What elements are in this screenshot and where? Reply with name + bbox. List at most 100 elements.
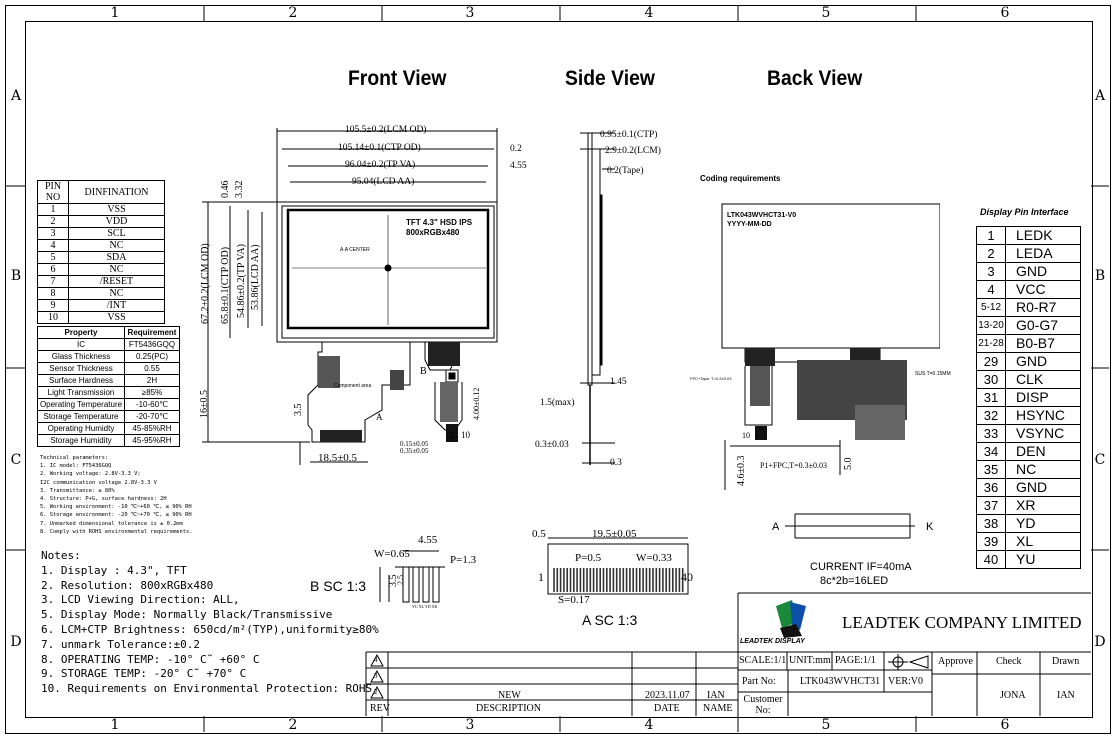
zone-row: B (10, 268, 22, 284)
customer-no-label: Customer No: (743, 694, 783, 716)
zone-col: 6 (1000, 5, 1010, 21)
rev-1-desc: NEW (498, 690, 521, 701)
zone-col: 5 (821, 5, 831, 21)
page-cell: PAGE:1/1 (835, 655, 876, 666)
dim-d02: 0.2 (510, 144, 522, 154)
note-line: 7. unmark Tolerance:±0.2 (41, 637, 200, 651)
zone-col: 3 (465, 717, 475, 733)
interface-pin-no: 40 (976, 550, 1006, 569)
dim-015: 0.15±0.05 (400, 440, 429, 448)
name-head: NAME (703, 703, 733, 714)
zone-col: 2 (288, 717, 298, 733)
led-circuit (785, 513, 915, 539)
interface-pin-signal: VCC (1005, 280, 1081, 299)
side-view-drawing (580, 132, 615, 465)
note-line: 1. Display : 4.3", TFT (41, 563, 187, 577)
side-03a: 0.3±0.03 (535, 440, 569, 450)
rev-mark: 2 (374, 688, 378, 696)
screen-spec-line2: 800xRGBx480 (406, 228, 460, 237)
interface-pin-signal: HSYNC (1005, 406, 1081, 425)
tech-line: 7. Unmarked dimensional tolerance is ± 0… (40, 520, 183, 527)
tech-line: 1. IC model: FT5436GQQ (40, 463, 112, 470)
zone-col: 1 (110, 717, 120, 733)
sus-note: SUS T=0.15MM (915, 371, 951, 377)
aa-center-label: A.A CENTER (340, 247, 370, 253)
notes-block: Notes: 1. Display : 4.3", TFT 2. Resolut… (41, 549, 379, 697)
detail-a-s: S=0.17 (558, 594, 590, 606)
dim-035: 0.35±0.05 (400, 447, 429, 455)
leadtek-logo (776, 600, 806, 638)
rev-mark: 3 (374, 672, 378, 680)
unit-cell: UNIT:mm (789, 655, 831, 666)
screen-spec-line1: TFT 4.3" HSD IPS (406, 218, 473, 227)
zone-row: D (1094, 634, 1106, 650)
zone-row: A (1094, 88, 1106, 104)
side-15max: 1.5(max) (540, 398, 575, 408)
version-cell: VER:V0 (888, 676, 923, 687)
side-view-title: Side View (565, 67, 655, 90)
note-line: 3. LCD Viewing Direction: ALL, (41, 593, 240, 607)
component-area-label: Component area (334, 383, 372, 389)
interface-pin-signal: XL (1005, 532, 1081, 551)
detail-a-drawing (547, 537, 689, 595)
coding-requirements: Coding requirements (700, 174, 781, 183)
front-view-title: Front View (348, 67, 447, 90)
detail-a-label: A SC 1:3 (582, 612, 638, 628)
back-view-title: Back View (767, 67, 863, 90)
interface-pin-signal: LEDA (1005, 244, 1081, 263)
interface-pin-signal: DEN (1005, 442, 1081, 461)
interface-pin-signal: CLK (1005, 370, 1081, 389)
side-145: 1.45 (610, 377, 627, 387)
note-line: 10. Requirements on Environmental Protec… (41, 682, 373, 696)
zone-row: B (1094, 268, 1106, 284)
detail-a-pin40: 40 (681, 570, 693, 584)
approve-head: Approve (938, 656, 973, 667)
zone-col: 1 (110, 5, 120, 21)
zone-col: 3 (465, 5, 475, 21)
led-current: CURRENT IF=40mA (810, 561, 912, 573)
zone-row: C (10, 452, 22, 468)
tech-line: 2. Working voltage: 2.8V-3.3 V; (40, 471, 141, 478)
rev-mark: 4 (374, 656, 378, 664)
note-line: 2. Resolution: 800xRGBx480 (41, 578, 214, 592)
part-no-label: Part No: (742, 676, 776, 687)
interface-pin-signal: GND (1005, 478, 1081, 497)
table-row: Storage Temperature-20-70℃ (37, 410, 180, 423)
detail-b-w: W=0.65 (374, 548, 410, 560)
interface-pin-no: 31 (976, 388, 1006, 407)
detail-b-455: 4.55 (418, 534, 438, 546)
interface-pin-no: 36 (976, 478, 1006, 497)
zone-col: 6 (1000, 717, 1010, 733)
note-line: 8. OPERATING TEMP: -10° C˜ +60° C (41, 652, 260, 666)
zone-col: 4 (644, 5, 654, 21)
zone-row: A (10, 88, 22, 104)
rev-head: REV (370, 703, 390, 714)
back-pin1: 1 (755, 431, 759, 440)
tech-line: 6. Storage environment: -20 ℃~+70 ℃, ≤ 9… (40, 512, 192, 519)
rev-1-date: 2023.11.07 (645, 690, 690, 701)
check-head: Check (996, 656, 1022, 667)
side-tape: 0.2(Tape) (607, 166, 644, 176)
led-cathode: K (926, 521, 934, 533)
technical-parameters: Technical parameters: 1. IC model: FT543… (40, 454, 193, 536)
dim-lcm-od: 105.5±0.2(LCM OD) (345, 125, 427, 135)
drawn-name: IAN (1057, 690, 1075, 701)
fpc-tape-note: FPC+Tape: T=0.2±0.03 (690, 376, 732, 381)
zone-row: D (10, 634, 22, 650)
tech-line: 3. Transmittance: ≥ 80% (40, 487, 115, 494)
interface-pin-signal: GND (1005, 352, 1081, 371)
interface-title: Display Pin Interface (980, 207, 1069, 217)
side-ctp: 0.95±0.1(CTP) (600, 130, 658, 140)
